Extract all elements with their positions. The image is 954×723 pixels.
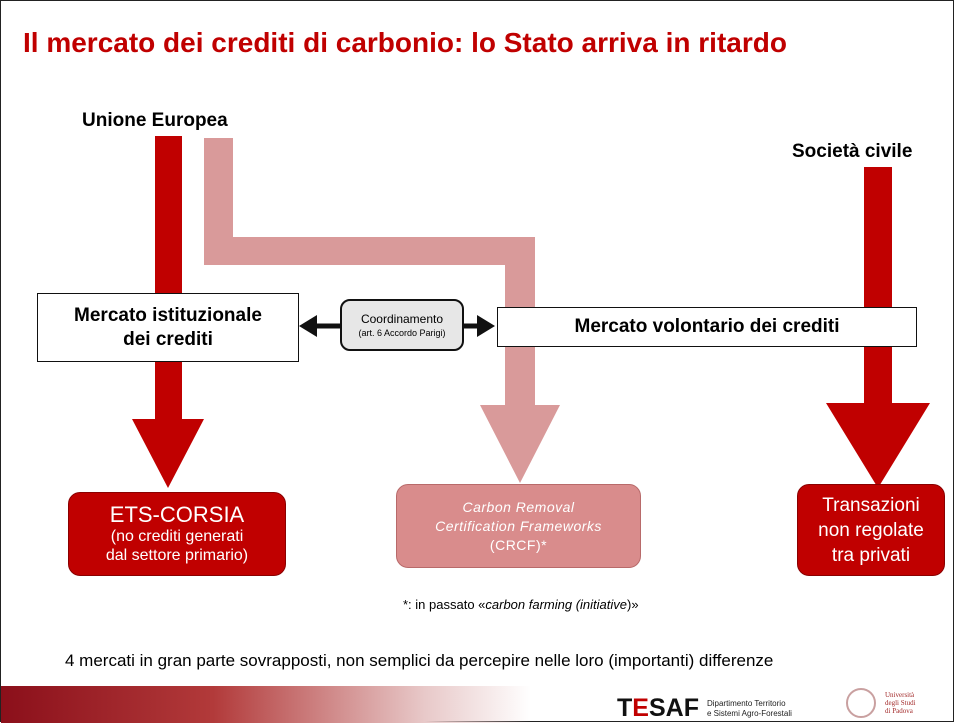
voluntary-market-box: Mercato volontario dei crediti bbox=[497, 307, 917, 347]
crcf-line3: (CRCF)* bbox=[489, 536, 548, 553]
source-unione-europea: Unione Europea bbox=[82, 110, 228, 131]
ets-corsia-box: ETS-CORSIA (no crediti generati dal sett… bbox=[68, 492, 286, 576]
crcf-line2: Certification Frameworks bbox=[435, 517, 602, 534]
private-line3: tra privati bbox=[831, 544, 911, 566]
tesaf-wordmark: TESAF bbox=[617, 694, 699, 722]
footnote: *: in passato «carbon farming (initiativ… bbox=[403, 597, 639, 612]
coordination-label: Coordinamento bbox=[360, 312, 444, 326]
ets-corsia-title: ETS-CORSIA bbox=[109, 502, 245, 527]
footer-gradient-bar bbox=[1, 686, 531, 723]
private-line1: Transazioni bbox=[822, 494, 920, 516]
university-seal-icon bbox=[846, 688, 876, 718]
crcf-path-arrow bbox=[204, 138, 560, 483]
coordination-sublabel: (art. 6 Accordo Parigi) bbox=[358, 328, 446, 338]
voluntary-market-label: Mercato volontario dei crediti bbox=[574, 316, 840, 337]
institutional-market-line2: dei crediti bbox=[123, 328, 213, 350]
private-transactions-box: Transazioni non regolate tra privati bbox=[797, 484, 945, 576]
crcf-box: Carbon Removal Certification Frameworks … bbox=[396, 484, 641, 568]
ets-corsia-note2: dal settore primario) bbox=[105, 547, 249, 564]
left-arrowhead bbox=[299, 315, 317, 337]
private-line2: non regolate bbox=[818, 519, 924, 541]
coordination-box: Coordinamento (art. 6 Accordo Parigi) bbox=[340, 299, 464, 351]
footnote-suffix: )» bbox=[627, 597, 639, 612]
slide-title: Il mercato dei crediti di carbonio: lo S… bbox=[23, 27, 787, 58]
right-arrowhead bbox=[477, 315, 495, 337]
summary-text: 4 mercati in gran parte sovrapposti, non… bbox=[65, 651, 774, 670]
footnote-italic: carbon farming (initiative bbox=[485, 597, 628, 612]
crcf-line1: Carbon Removal bbox=[462, 498, 575, 515]
source-societa-civile: Società civile bbox=[792, 141, 913, 162]
ets-corsia-note1: (no crediti generati bbox=[110, 528, 244, 545]
institutional-market-box: Mercato istituzionale dei crediti bbox=[37, 293, 299, 362]
footnote-prefix: *: in passato « bbox=[403, 597, 486, 612]
institutional-market-line1: Mercato istituzionale bbox=[74, 304, 262, 326]
